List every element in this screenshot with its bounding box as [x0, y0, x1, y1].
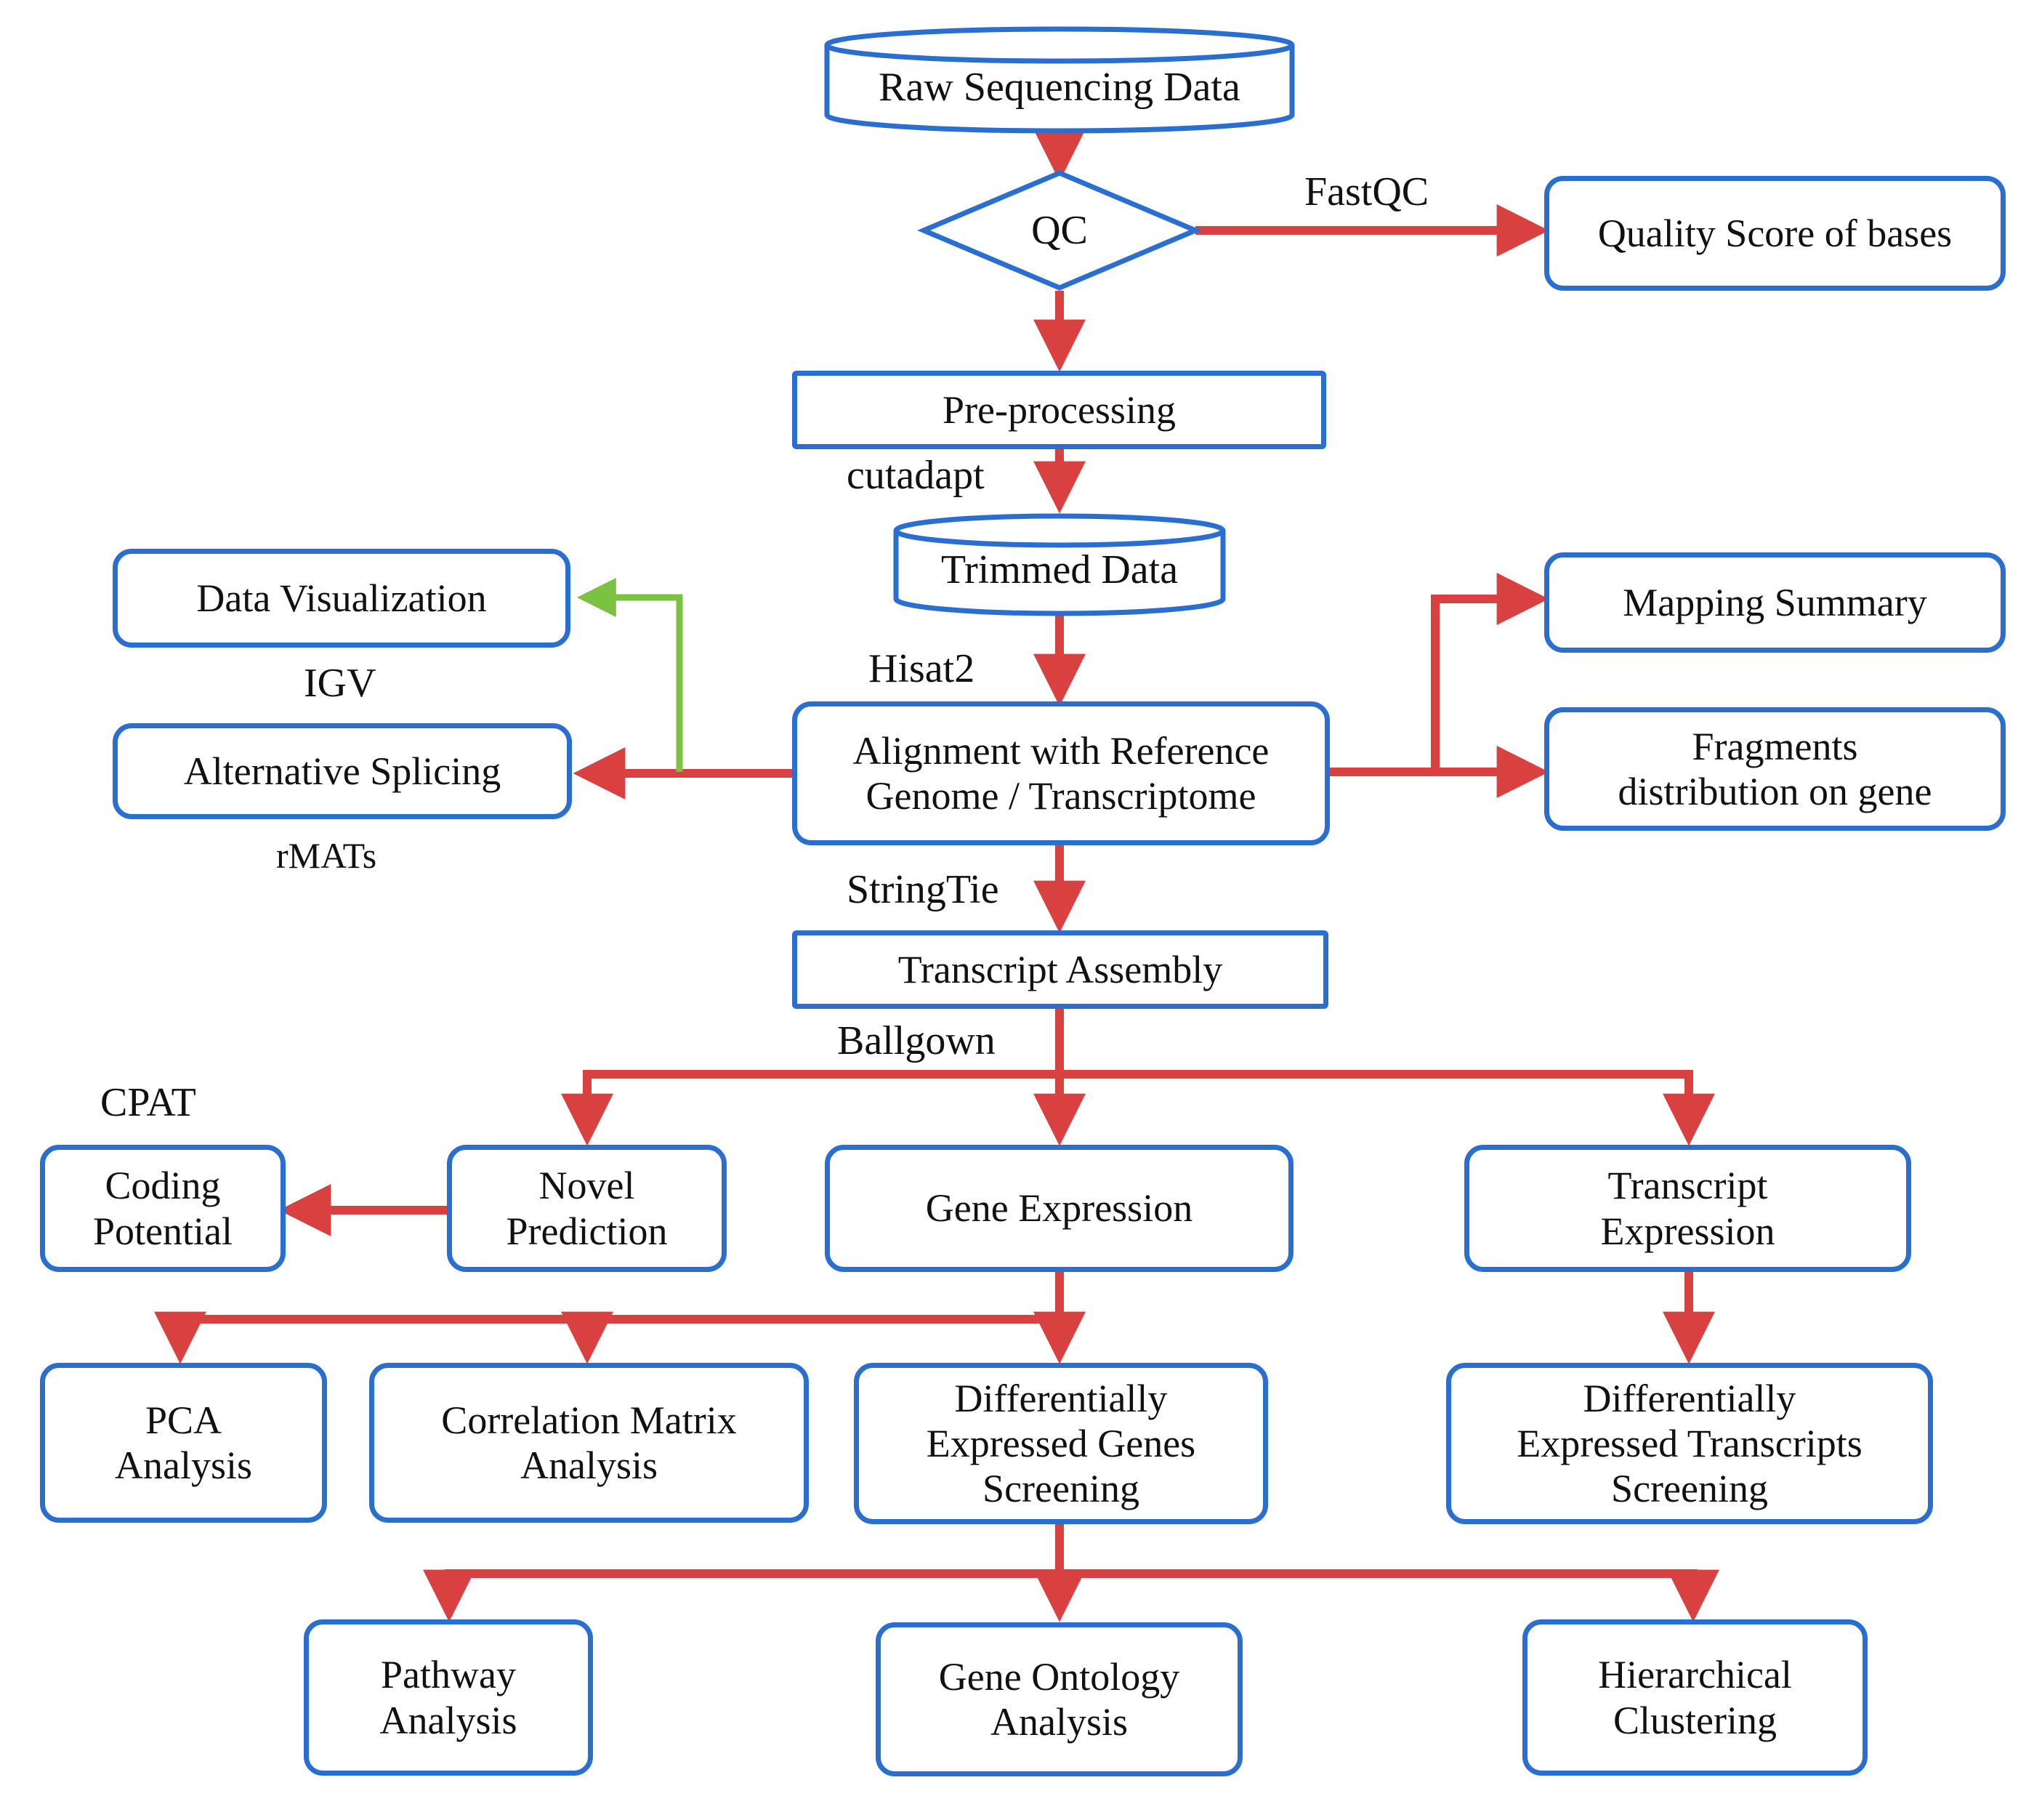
transcript-expression-box: Transcript Expression	[1464, 1145, 1911, 1272]
arrow-deg-to-pathway	[423, 1569, 1060, 1622]
novel-prediction-box: Novel Prediction	[447, 1145, 727, 1272]
raw-data-cylinder	[824, 26, 1295, 134]
quality-score-box: Quality Score of bases	[1544, 176, 2006, 291]
fragments-distribution-box: Fragments distribution on gene	[1544, 707, 2006, 831]
coding-potential-box: Coding Potential	[40, 1145, 286, 1272]
mapping-summary-box: Mapping Summary	[1544, 552, 2006, 653]
tool-label-stringtie: StringTie	[847, 867, 999, 912]
qc-diamond	[917, 170, 1202, 291]
preprocessing-box: Pre-processing	[792, 371, 1326, 449]
alternative-splicing-box: Alternative Splicing	[113, 723, 572, 819]
trimmed-data-label: Trimmed Data	[940, 547, 1179, 592]
hierarchical-clustering-box: Hierarchical Clustering	[1522, 1619, 1868, 1776]
gene-expression-box: Gene Expression	[825, 1145, 1294, 1272]
tool-label-ballgown: Ballgown	[837, 1018, 996, 1063]
tool-label-hisat2: Hisat2	[868, 646, 975, 691]
transcript-assembly-box: Transcript Assembly	[792, 930, 1328, 1009]
tool-label-rmats: rMATs	[276, 835, 377, 876]
raw-data-label: Raw Sequencing Data	[879, 65, 1240, 110]
tool-label-cpat: CPAT	[100, 1080, 196, 1125]
correlation-matrix-box: Correlation Matrix Analysis	[369, 1363, 809, 1523]
pathway-analysis-box: Pathway Analysis	[304, 1619, 593, 1776]
alignment-box: Alignment with Reference Genome / Transc…	[792, 701, 1330, 845]
gene-ontology-box: Gene Ontology Analysis	[876, 1622, 1243, 1776]
arrow-alignment-to-mapping	[1330, 573, 1549, 776]
tool-label-igv: IGV	[304, 661, 376, 706]
arrow-deg-to-hierarchical	[1060, 1569, 1719, 1622]
trimmed-data-cylinder	[893, 513, 1226, 616]
arrow-assembly-to-novel	[561, 1070, 1060, 1146]
tool-label-cutadapt: cutadapt	[847, 453, 985, 498]
pca-analysis-box: PCA Analysis	[40, 1363, 327, 1523]
tool-label-fastqc: FastQC	[1304, 169, 1429, 214]
data-visualization-box: Data Visualization	[113, 549, 570, 648]
deg-screening-box: Differentially Expressed Genes Screening	[854, 1363, 1268, 1524]
det-screening-box: Differentially Expressed Transcripts Scr…	[1446, 1363, 1933, 1524]
arrow-gene-expression-to-pca	[154, 1311, 1060, 1364]
arrow-assembly-to-transcript-expression	[1060, 1070, 1715, 1146]
qc-label: QC	[1031, 208, 1088, 253]
arrow-alignment-to-visualization	[576, 578, 683, 772]
